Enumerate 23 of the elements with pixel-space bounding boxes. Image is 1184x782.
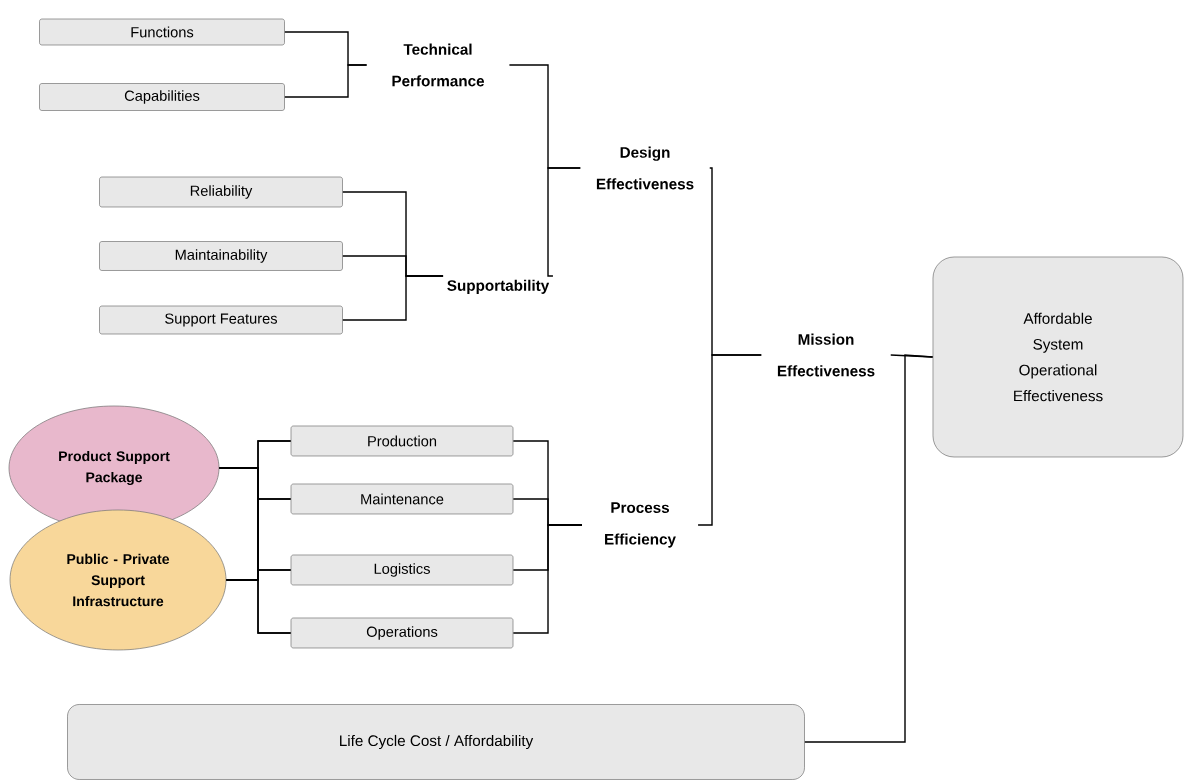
outcome-box: Affordable System Operational Effectiveness — [932, 256, 1184, 458]
process-box: Reliability — [99, 176, 343, 208]
connector-line — [512, 524, 583, 634]
junction-label: Mission Effectiveness — [777, 333, 875, 377]
process-box: Operations — [290, 617, 514, 649]
cost-box: Life Cycle Cost / Affordability — [67, 704, 805, 780]
connector-line — [225, 579, 292, 634]
process-box: Maintainability — [99, 241, 343, 271]
process-box: Production — [290, 425, 514, 457]
process-box: Capabilities — [39, 83, 285, 111]
connector-line — [804, 354, 934, 743]
connector-line — [342, 275, 444, 321]
connector-line — [697, 354, 762, 526]
process-box: Maintenance — [290, 483, 514, 515]
process-box: Functions — [39, 18, 285, 46]
process-box: Support Features — [99, 305, 343, 335]
connector-line — [547, 167, 581, 277]
process-box: Logistics — [290, 554, 514, 586]
junction-label: Supportability — [447, 279, 550, 294]
junction-label: Design Effectiveness — [596, 146, 694, 190]
junction-label: Technical Performance — [392, 43, 485, 87]
connector-line — [284, 64, 368, 98]
junction-label: Process Efficiency — [605, 502, 676, 548]
